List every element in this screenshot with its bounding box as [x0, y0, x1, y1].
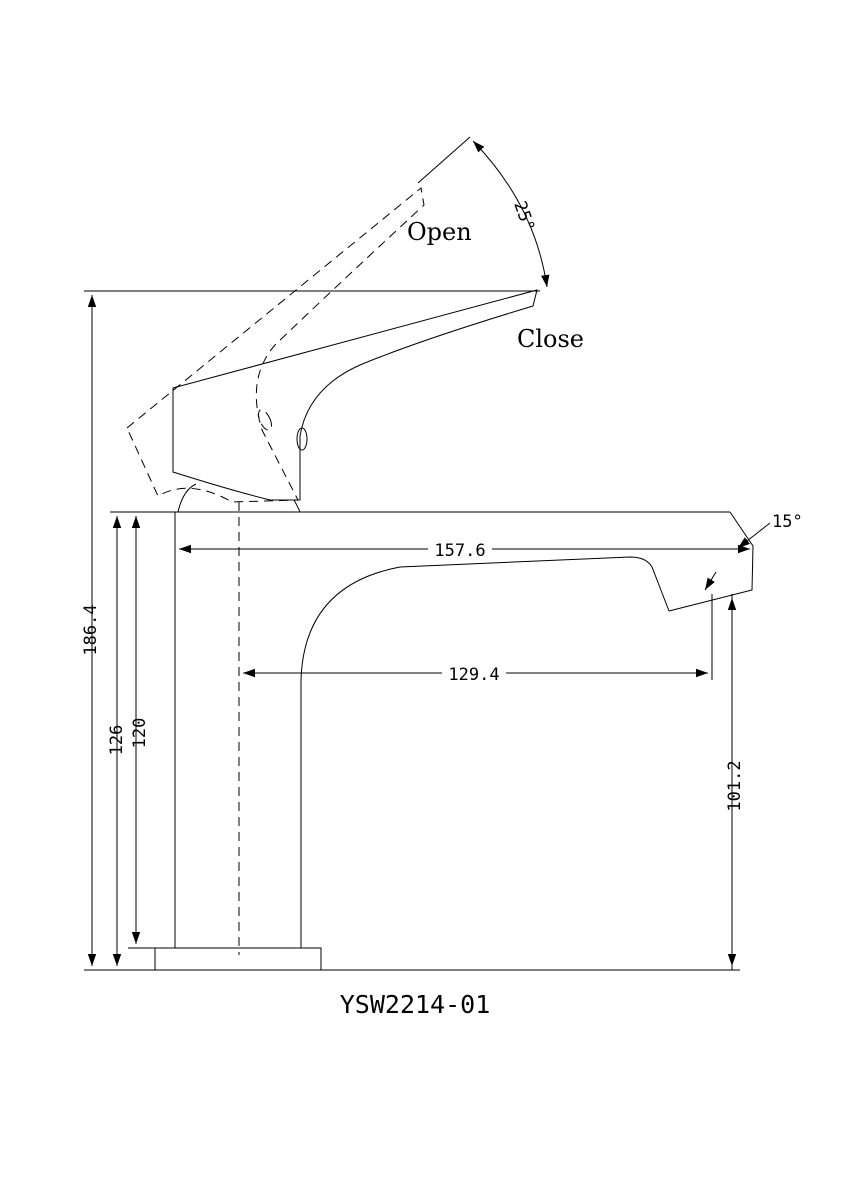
angle-25-label: 25°	[509, 199, 538, 235]
model-number: YSW2214-01	[340, 990, 491, 1019]
lever-open-outline	[126, 187, 425, 503]
lever-base-dome	[177, 483, 197, 513]
open-label: Open	[407, 218, 472, 246]
close-label: Close	[517, 325, 584, 353]
lever-base-dome-right	[293, 499, 301, 513]
leader-15	[737, 522, 771, 549]
angle-15-label: 15°	[772, 512, 803, 532]
lever-closed	[172, 289, 538, 501]
base-plate	[154, 947, 322, 971]
lever-screw-closed	[296, 427, 308, 451]
dim-157-label: 157.6	[434, 541, 485, 561]
dim-101-label: 101.2	[725, 760, 745, 811]
dim-arc-25	[472, 140, 550, 288]
dim-120-label: 120	[130, 718, 150, 749]
dimension-lines	[87, 140, 771, 966]
dim-129-label: 129.4	[448, 665, 499, 685]
lever-screw-open	[258, 409, 272, 431]
extension-lines	[84, 136, 740, 971]
lever-closed-outline	[172, 289, 538, 501]
spout-underside	[300, 556, 670, 948]
dim-tick-15	[704, 571, 717, 591]
dim-186-label: 186.4	[81, 604, 101, 655]
spout-tip	[668, 511, 754, 612]
lever-open	[126, 187, 425, 503]
dim-126-label: 126	[107, 725, 127, 756]
